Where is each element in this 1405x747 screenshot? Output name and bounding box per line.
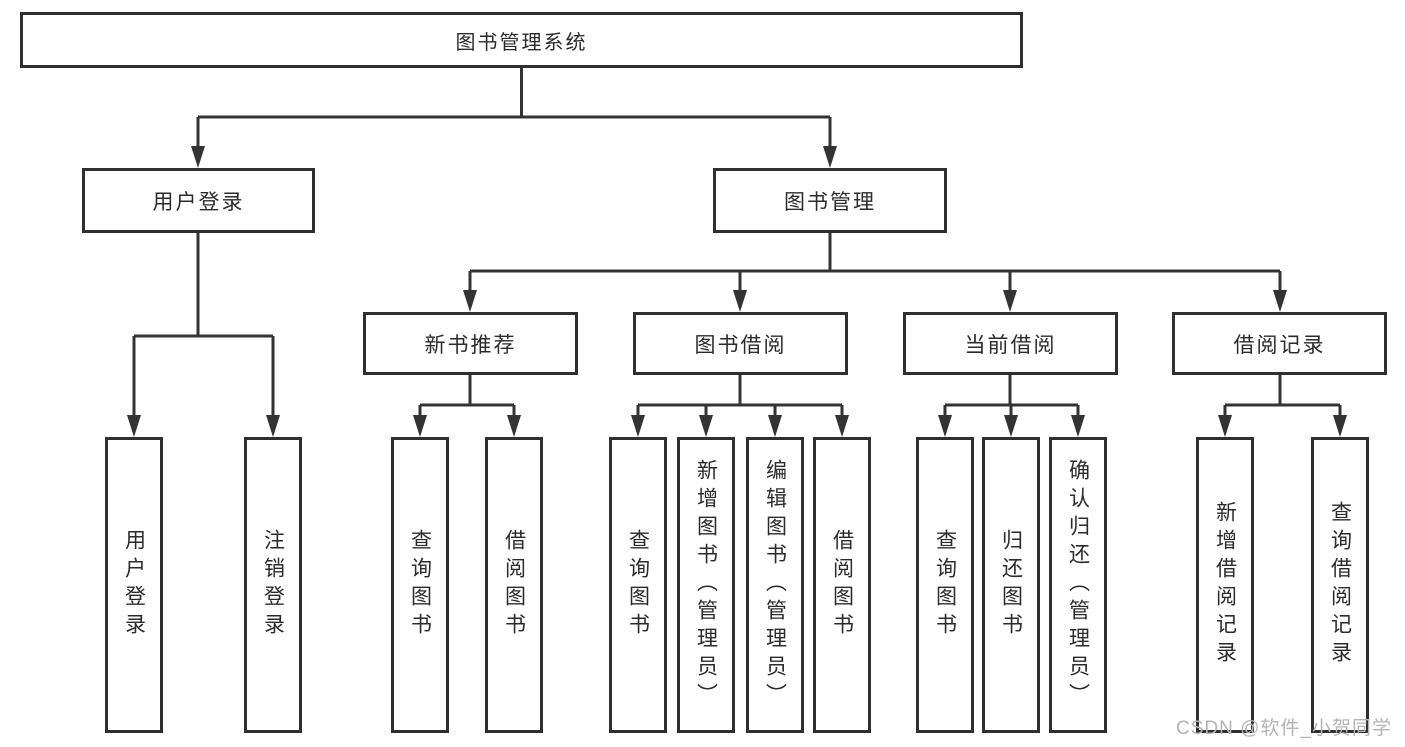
node-label: 当前借阅 [964,333,1057,357]
leaf-confirm-return-admin: 确认归还（管理员） [1049,437,1107,733]
leaf-label: 编辑图书（管理员） [763,459,787,711]
leaf-label: 用户登录 [122,529,146,641]
node-book-borrowing: 图书借阅 [633,312,848,375]
leaf-borrow-books: 借阅图书 [813,437,871,733]
leaf-return-books: 归还图书 [982,437,1040,733]
leaf-label: 借阅图书 [830,529,854,641]
node-label: 借阅记录 [1233,333,1326,357]
leaf-label: 新增图书（管理员） [694,459,718,711]
node-label: 图书管理系统 [455,31,588,54]
leaf-query-books-borrow: 查询图书 [609,437,667,733]
node-new-book-recommendation: 新书推荐 [363,312,578,375]
leaf-label: 确认归还（管理员） [1066,459,1090,711]
leaf-borrow-books-recommend: 借阅图书 [485,437,543,733]
leaf-label: 新增借阅记录 [1213,501,1237,669]
node-library-management-system: 图书管理系统 [20,12,1023,68]
leaf-label: 注销登录 [261,529,285,641]
node-current-borrowing: 当前借阅 [903,312,1118,375]
leaf-query-books-recommend: 查询图书 [391,437,449,733]
watermark-csdn: CSDN @软件_小贺同学 [1176,718,1392,739]
node-label: 图书借阅 [694,333,787,357]
leaf-user-login: 用户登录 [105,437,163,733]
leaf-label: 查询借阅记录 [1328,501,1352,669]
node-label: 图书管理 [784,190,876,214]
leaf-label: 借阅图书 [502,529,526,641]
node-label: 用户登录 [152,190,245,214]
leaf-label: 归还图书 [999,529,1023,641]
leaf-query-borrow-record: 查询借阅记录 [1311,437,1369,733]
leaf-logout: 注销登录 [244,437,302,733]
node-borrowing-records: 借阅记录 [1172,312,1387,375]
leaf-label: 查询图书 [626,529,650,641]
node-label: 新书推荐 [424,333,517,357]
node-book-management: 图书管理 [713,168,947,233]
leaf-add-books-admin: 新增图书（管理员） [677,437,735,733]
leaf-label: 查询图书 [933,529,957,641]
leaf-add-borrow-record: 新增借阅记录 [1196,437,1254,733]
leaf-label: 查询图书 [408,529,432,641]
leaf-edit-books-admin: 编辑图书（管理员） [746,437,804,733]
leaf-query-books-current: 查询图书 [916,437,974,733]
node-user-login: 用户登录 [82,168,315,233]
